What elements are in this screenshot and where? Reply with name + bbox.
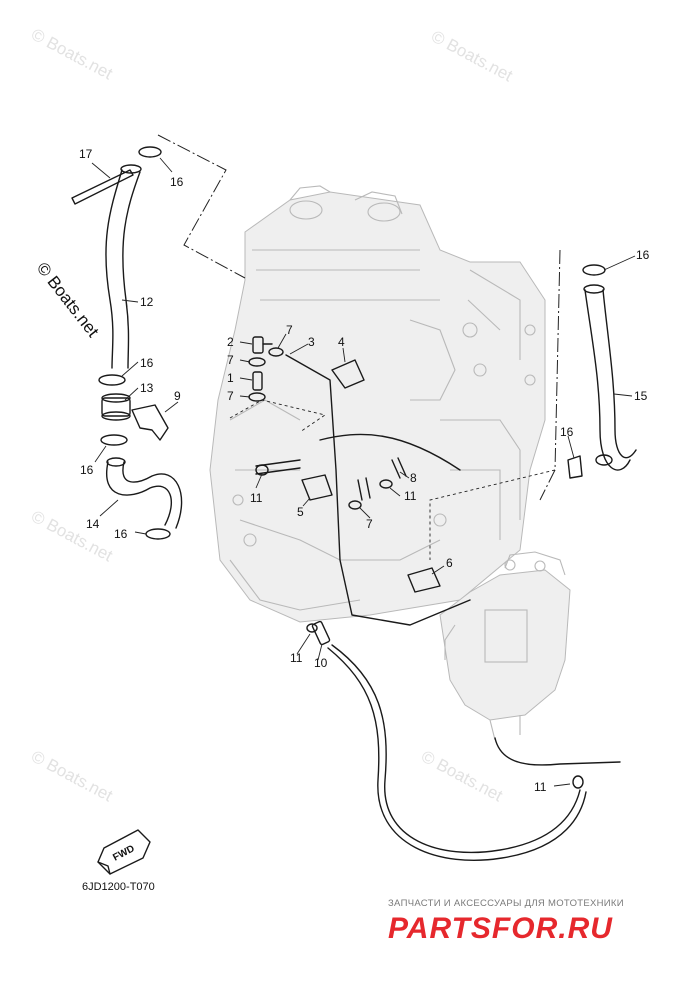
hose-7 [357, 477, 371, 501]
fittings-1-2-7 [248, 336, 284, 402]
fwd-label: FWD [111, 843, 136, 863]
holder-6 [407, 567, 441, 593]
clamp-11 [379, 479, 393, 489]
watermark: © Boats.net [28, 507, 116, 566]
clamp-11 [306, 623, 318, 633]
callout-7: 7 [227, 389, 234, 403]
shop-tagline: ЗАПЧАСТИ И АКСЕССУАРЫ ДЛЯ МОТОТЕХНИКИ [388, 898, 624, 909]
callout-14: 14 [86, 517, 100, 531]
callout-16: 16 [560, 425, 574, 439]
diagram-code: 6JD1200-T070 [82, 881, 155, 893]
hose-3 [285, 354, 471, 626]
hose-14 [105, 457, 183, 529]
holder-5 [301, 474, 333, 501]
callout-10: 10 [314, 656, 328, 670]
leader-lines [91, 157, 636, 787]
callout-16: 16 [114, 527, 128, 541]
callout-4: 4 [338, 335, 345, 349]
clamp-16 [98, 374, 126, 386]
holder-4 [331, 359, 365, 389]
callout-numbers: 17 16 12 16 13 9 16 14 16 2 7 7 3 4 1 7 … [79, 147, 650, 794]
callout-11: 11 [404, 489, 417, 503]
clamp-16 [100, 434, 128, 446]
watermark: © Boats.net [28, 747, 116, 806]
callout-7: 7 [286, 323, 293, 337]
watermark: © Boats.net [418, 747, 506, 806]
callout-17: 17 [79, 147, 93, 161]
callout-16: 16 [140, 356, 154, 370]
chain-lines [157, 134, 561, 560]
clamp-16 [145, 528, 171, 540]
callout-6: 6 [446, 556, 453, 570]
callout-3: 3 [308, 335, 315, 349]
callout-8: 8 [410, 471, 417, 485]
clamp-16 [567, 455, 583, 479]
callout-7: 7 [366, 517, 373, 531]
callout-2: 2 [227, 335, 234, 349]
callout-7: 7 [227, 353, 234, 367]
hose-8 [391, 457, 407, 479]
callout-16: 16 [636, 248, 650, 262]
joint-13 [101, 393, 131, 421]
hose-lower [494, 737, 621, 766]
vapor-separator-outline [439, 551, 571, 741]
fwd-arrow-icon: FWD [97, 829, 151, 875]
callout-13: 13 [140, 381, 154, 395]
callout-11: 11 [534, 780, 547, 794]
hose-15 [583, 284, 637, 471]
clamp-16 [582, 264, 606, 276]
callout-15: 15 [634, 389, 648, 403]
callout-5: 5 [297, 505, 304, 519]
callout-16: 16 [80, 463, 94, 477]
shop-logo: PARTSFOR.RU [388, 912, 613, 945]
callout-11: 11 [290, 651, 303, 665]
callout-12: 12 [140, 295, 154, 309]
hose-10 [311, 620, 587, 861]
watermark-main: © Boats.net [33, 259, 103, 341]
watermark: © Boats.net [428, 27, 516, 86]
clamp-11 [572, 775, 584, 789]
shop-branding: ЗАПЧАСТИ И АКСЕССУАРЫ ДЛЯ МОТОТЕХНИКИ PA… [388, 898, 624, 945]
clamp-7 [348, 500, 362, 510]
callout-11: 11 [250, 491, 263, 505]
clamp-16 [138, 146, 162, 158]
callout-16: 16 [170, 175, 184, 189]
hose-12 [105, 164, 142, 369]
hose-3 [319, 433, 461, 471]
callout-1: 1 [227, 371, 234, 385]
engine-block-outline [209, 185, 546, 623]
cable-tie-17 [71, 169, 134, 205]
watermark: © Boats.net [28, 25, 116, 84]
callout-9: 9 [174, 389, 181, 403]
holder-9 [131, 404, 169, 441]
